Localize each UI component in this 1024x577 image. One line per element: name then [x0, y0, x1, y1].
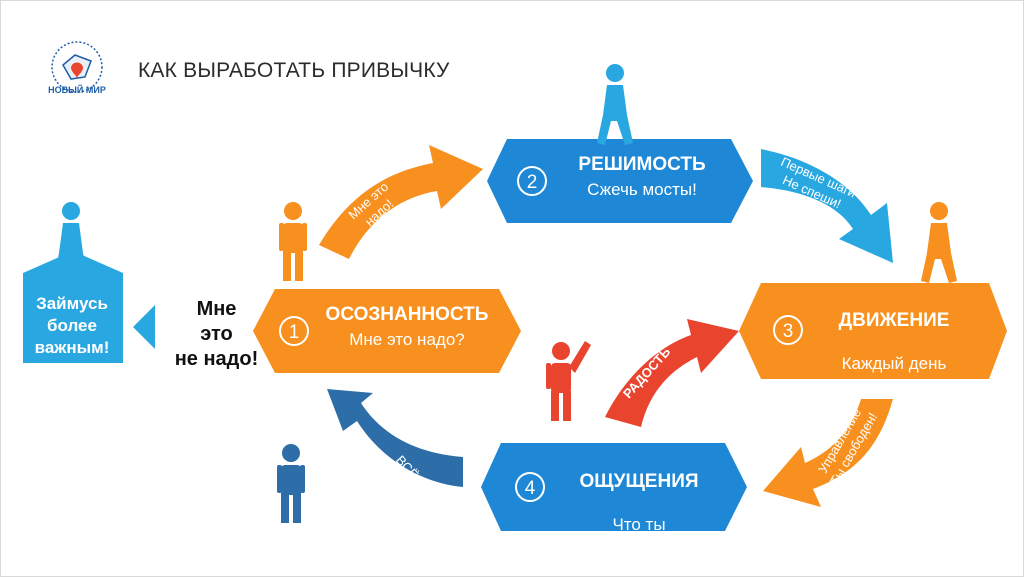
stage-movement-title: ДВИЖЕНИЕ — [838, 310, 950, 331]
stage-2-number: 2 — [527, 172, 538, 193]
logo — [41, 37, 113, 105]
person-tired-icon — [277, 444, 305, 523]
exit-box — [23, 251, 123, 363]
stage-decision-label: РЕШИМОСТЬ Сжечь мосты! — [557, 151, 727, 202]
arrow-to-awareness — [327, 389, 463, 487]
stage-3-number: 3 — [783, 321, 794, 342]
logo-name: НОВЫЙ МИР — [48, 85, 106, 95]
stage-feelings-label: ОЩУЩЕНИЯ Что ты чувствуешь? — [557, 450, 721, 576]
stage-feelings-title: ОЩУЩЕНИЯ — [579, 471, 699, 492]
exit-question: Мне это не надо! — [174, 298, 259, 370]
stage-4-number: 4 — [525, 478, 536, 499]
stage-movement-label: ДВИЖЕНИЕ Каждый день делай шаг! — [809, 289, 979, 418]
arrow-joy — [605, 319, 739, 427]
person-waving-icon — [546, 341, 591, 421]
stage-feelings-subtitle: Что ты чувствуешь? — [588, 515, 690, 558]
person-deciding-icon — [279, 202, 307, 281]
arrow-to-feelings — [763, 399, 893, 507]
stage-movement-subtitle: Каждый день делай шаг! — [841, 354, 947, 397]
exit-arrow — [133, 305, 155, 349]
stage-decision-shape — [487, 139, 753, 223]
arrow-to-decision — [319, 145, 483, 259]
exit-box-label: Займусь более важным! — [34, 294, 110, 357]
page-title: КАК ВЫРАБОТАТЬ ПРИВЫЧКУ — [138, 59, 450, 82]
person-moving-icon — [921, 202, 957, 283]
stage-awareness-subtitle: Мне это надо? — [349, 330, 465, 349]
stage-awareness-label: ОСОЗНАННОСТЬ Мне это надо? — [317, 301, 497, 352]
person-walking-icon — [597, 64, 633, 145]
stage-number-badges — [279, 166, 803, 502]
stage-decision-title: РЕШИМОСТЬ — [578, 154, 706, 175]
stage-movement-shape — [739, 283, 1007, 379]
stage-feelings-shape — [481, 443, 747, 531]
stage-awareness-shape — [253, 289, 521, 373]
stage-awareness-title: ОСОЗНАННОСТЬ — [325, 304, 489, 325]
stage-decision-subtitle: Сжечь мосты! — [587, 180, 697, 199]
arrow-to-movement — [761, 149, 893, 263]
stage-1-number: 1 — [289, 322, 300, 343]
